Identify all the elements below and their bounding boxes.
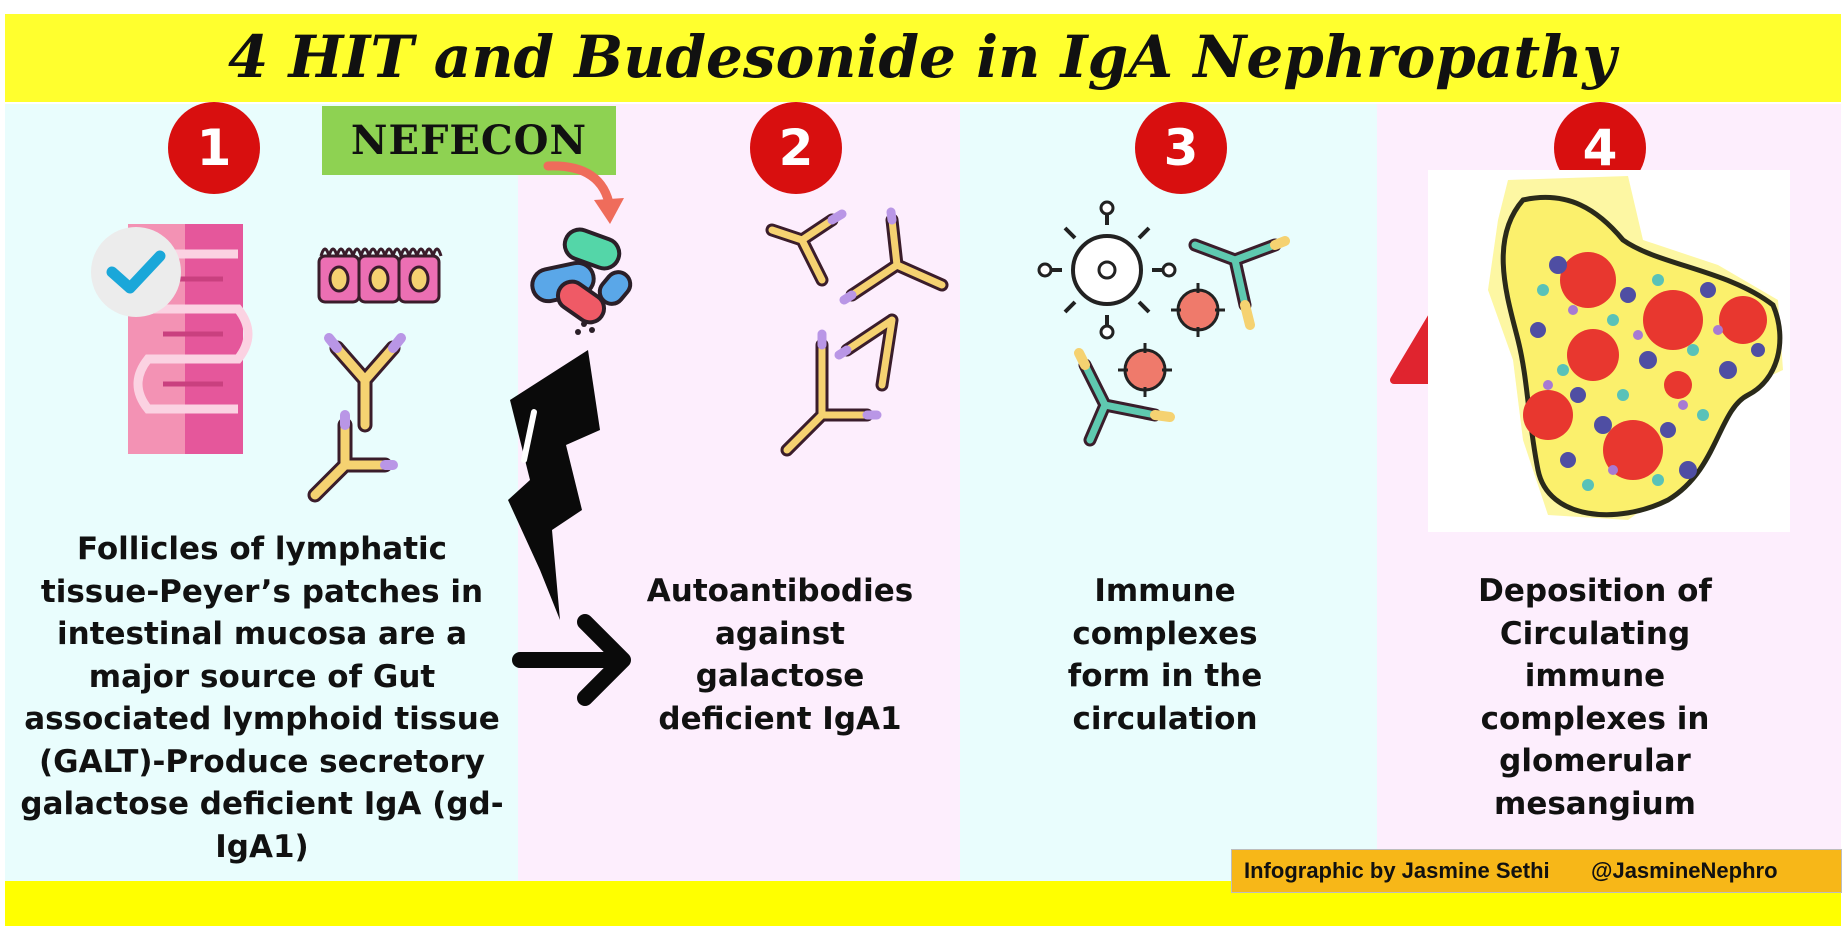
virus-icon: [1171, 283, 1225, 337]
curved-arrow-icon: [543, 161, 624, 224]
antibody-icon: [1188, 236, 1290, 330]
antibody-icon: [324, 333, 406, 433]
panel-step-3: [960, 104, 1377, 881]
step-1-description: Follicles of lymphatic tissue-Peyer’s pa…: [20, 531, 504, 865]
antibody-icon: [1074, 348, 1175, 447]
virus-icon: [1037, 200, 1177, 340]
step-4-description: Deposition of Circulating immune complex…: [1478, 573, 1712, 822]
panel-step-1: [5, 104, 518, 881]
virus-icon: [1118, 343, 1172, 397]
title-bar: [5, 14, 1841, 102]
checkmark-icon: [91, 227, 181, 317]
page-title: 4 HIT and Budesonide in IgA Nephropathy: [227, 23, 1617, 91]
arrow-right-icon: [512, 614, 631, 706]
step-3-description: Immune complexes form in the circulation: [1067, 573, 1263, 737]
antibody-icon: [307, 410, 398, 503]
step-2-description: Autoantibodies against galactose deficie…: [646, 573, 914, 737]
credit-author: Infographic by Jasmine Sethi: [1244, 858, 1550, 883]
credit-box: [1231, 849, 1842, 893]
nefecon-label: NEFECON: [350, 117, 588, 164]
glomerulus-mesangium-icon: [1428, 170, 1790, 532]
credit: Infographic by Jasmine Sethi @JasmineNep…: [1231, 849, 1842, 893]
credit-handle: @JasmineNephro: [1591, 858, 1778, 883]
step-2-badge: 2: [750, 102, 842, 194]
antibody-icon: [839, 207, 949, 305]
antibody-icon: [834, 313, 899, 392]
lightning-bolt-icon: [508, 350, 600, 620]
immune-complex-group: [1037, 200, 1290, 447]
villi-cells-icon: [317, 247, 443, 304]
antibody-icon: [765, 209, 847, 287]
pills-icon: [530, 227, 633, 335]
step-1-badge: 1: [168, 102, 260, 194]
step-3-badge: 3: [1135, 102, 1227, 194]
antibody-icon: [780, 329, 882, 457]
autoantibodies-group: [765, 207, 949, 457]
